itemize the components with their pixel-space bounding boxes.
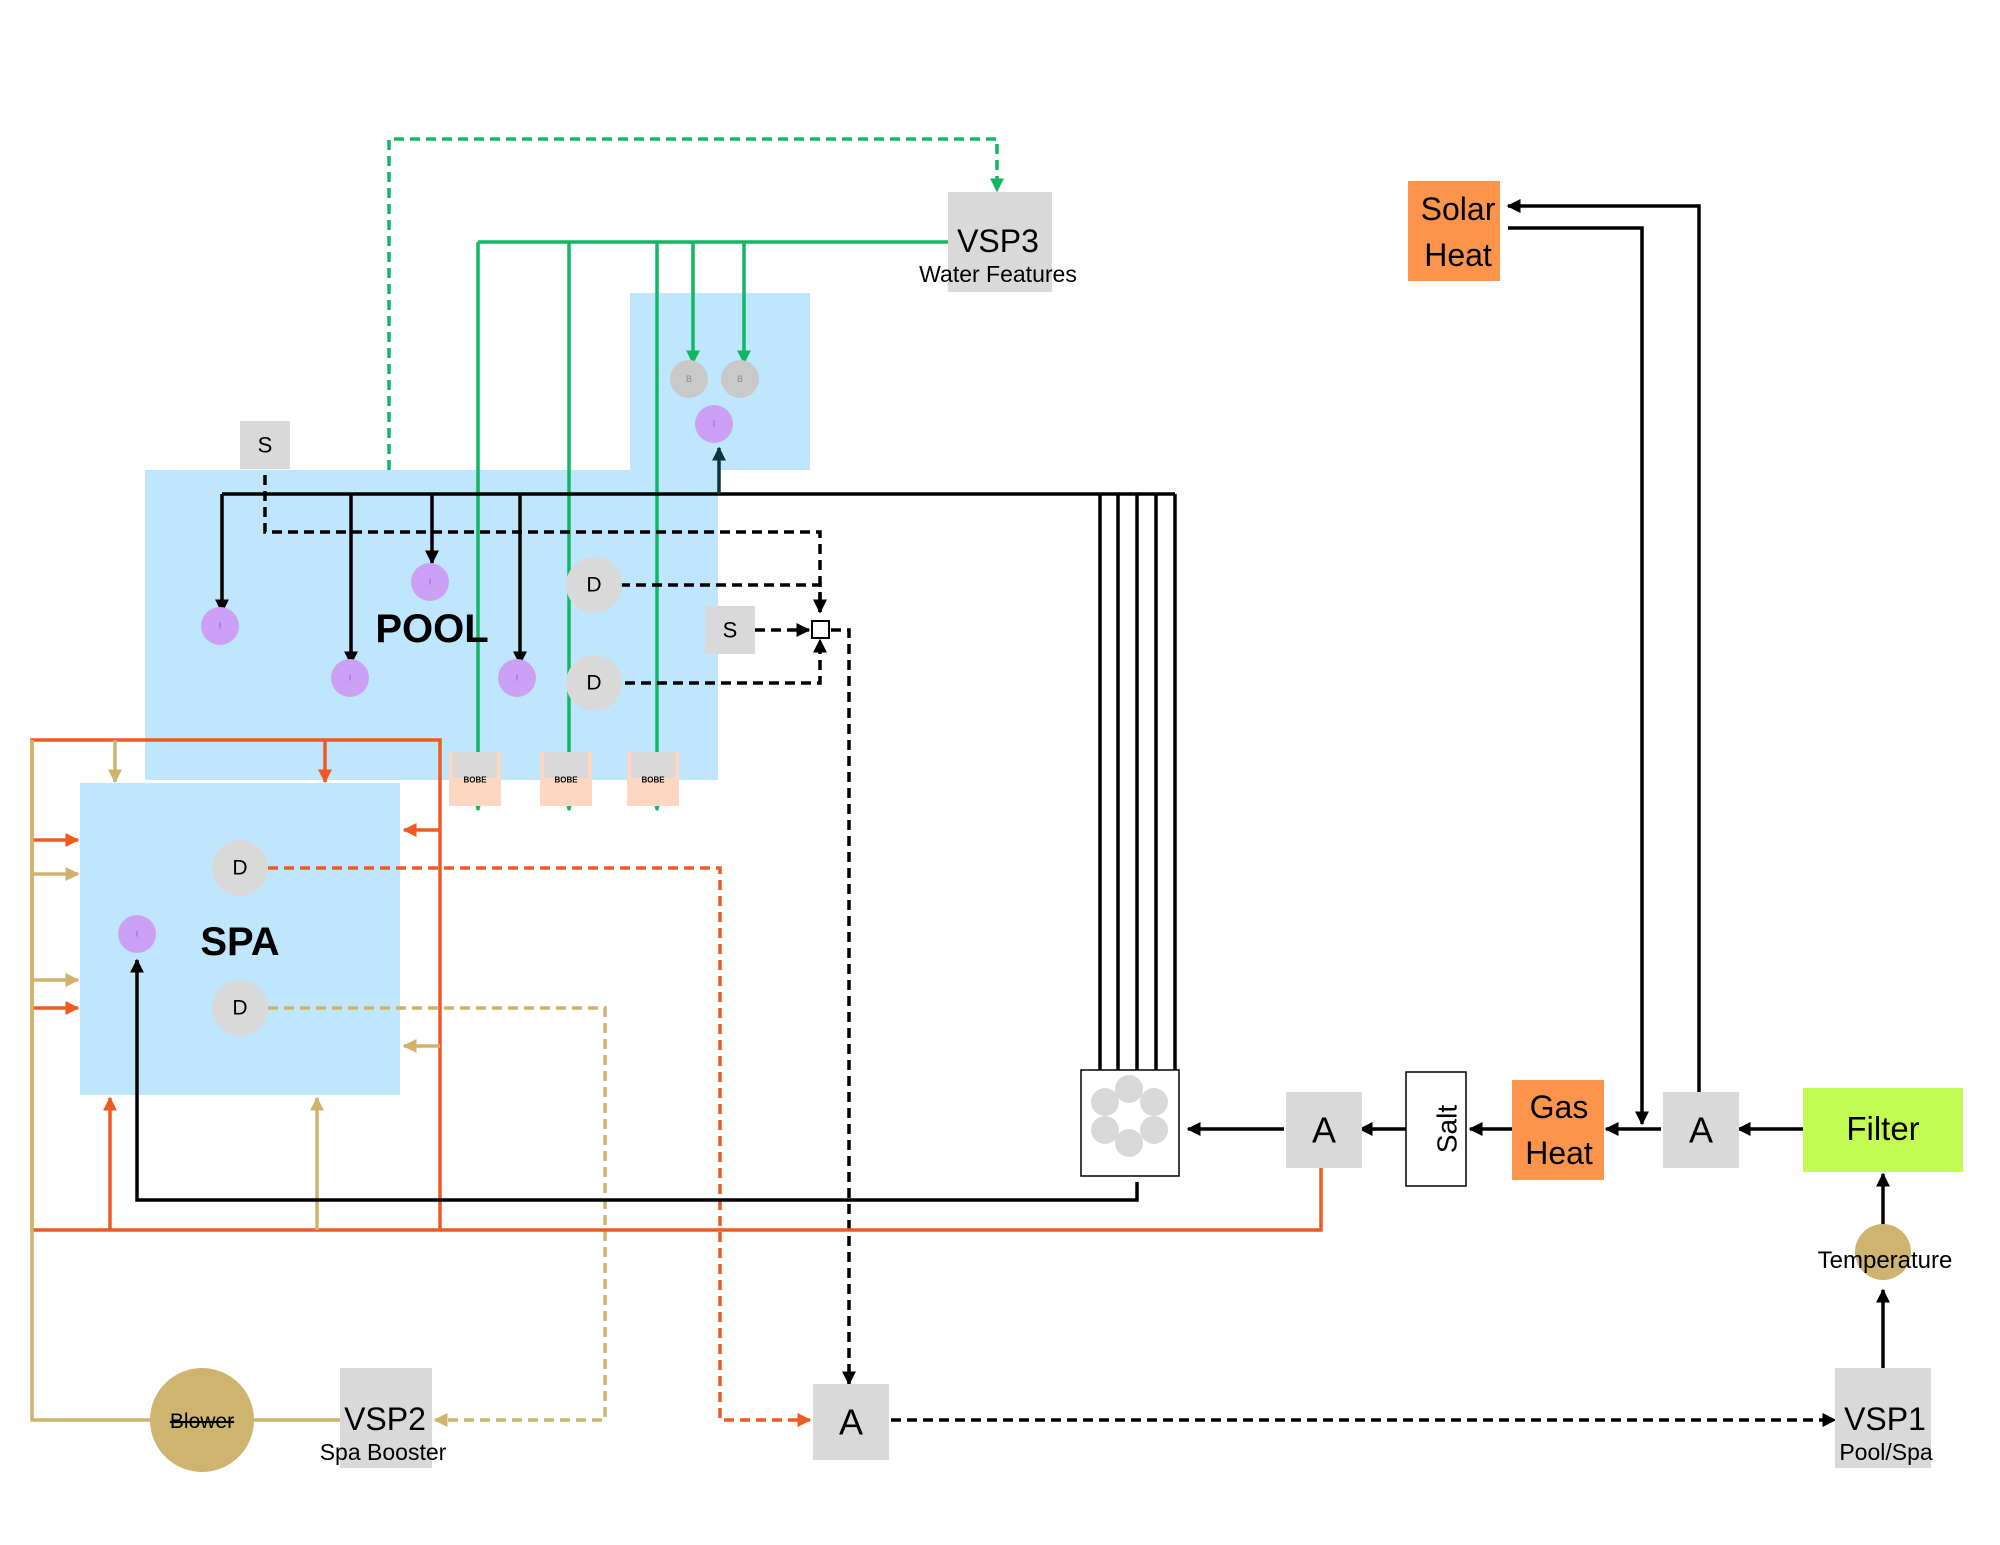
manifold-to-spa-line	[130, 958, 1139, 1202]
filter-box	[1803, 1088, 1963, 1172]
skimmer-side-label: S	[723, 618, 738, 643]
vsp3-caption: Water Features	[919, 261, 1077, 287]
valve-a-left-label: A	[1312, 1110, 1336, 1151]
inlet-4-label: I	[516, 674, 518, 683]
temperature-label: Temperature	[1818, 1247, 1953, 1274]
spa-drain-bottom	[212, 980, 268, 1036]
pool-drain-top	[566, 557, 622, 613]
inlet-2-label: I	[349, 674, 351, 683]
spa-drain-top	[212, 840, 268, 896]
skimmer-side	[705, 606, 755, 654]
valve-a-bottom	[813, 1384, 889, 1460]
inlet-3-label: I	[429, 578, 431, 587]
vsp3-label: VSP3	[957, 223, 1039, 259]
pool-drain-bottom-label: D	[586, 672, 601, 695]
solar-heat-box	[1408, 181, 1500, 281]
manifold-port-6	[1091, 1088, 1119, 1116]
temperature-sensor	[1855, 1224, 1911, 1280]
vsp1-caption: Pool/Spa	[1839, 1439, 1933, 1465]
vsp1-label: VSP1	[1844, 1401, 1926, 1437]
green-dashed-line	[387, 137, 1004, 470]
vsp2-caption: Spa Booster	[320, 1439, 447, 1465]
skimmer-pool-label: S	[258, 433, 273, 458]
jet-pad-1-label: BOBE	[463, 776, 487, 785]
valve-to-solar-line	[1506, 199, 1701, 1092]
inlet-6-label: I	[136, 930, 138, 939]
spa-drain-top-label: D	[232, 857, 247, 880]
inlet-1	[201, 607, 239, 645]
salt-cell-box	[1405, 1071, 1467, 1187]
bubbler-1-label: B	[686, 374, 692, 384]
suction-junction	[811, 620, 830, 639]
vsp2-box	[340, 1368, 432, 1468]
pool-drain-top-label: D	[586, 574, 601, 597]
jet-pad-cap-1	[453, 752, 497, 778]
drain-suction-line	[625, 638, 827, 685]
vsp2-label: VSP2	[344, 1401, 426, 1437]
gas-label-line2: Heat	[1525, 1135, 1593, 1171]
suction-to-valve-line	[831, 628, 856, 1386]
valve-a-right	[1663, 1092, 1739, 1168]
jet-pad-3-label: BOBE	[641, 776, 665, 785]
inlet-2	[331, 659, 369, 697]
inlet-3	[411, 563, 449, 601]
solar-label-line2: Heat	[1424, 237, 1492, 273]
pool-drain-bottom	[566, 655, 622, 711]
bubbler-1	[670, 360, 708, 398]
manifold-port-3	[1140, 1116, 1168, 1144]
inlet-5	[695, 405, 733, 443]
solar-label-line1: Solar	[1421, 191, 1496, 227]
inlet-4	[498, 659, 536, 697]
manifold-port-4	[1115, 1129, 1143, 1157]
filter-label: Filter	[1846, 1110, 1919, 1147]
inlet-1-label: I	[219, 622, 221, 631]
valve-a-bottom-label: A	[839, 1402, 863, 1443]
pool-label: POOL	[375, 607, 488, 651]
equipment-nodes: A A A S S D D D D I I I I I I B B BOBE BOBE BOBE	[118, 181, 1963, 1472]
bubbler-2	[721, 360, 759, 398]
jet-pad-2-label: BOBE	[554, 776, 578, 785]
vsp1-box	[1835, 1368, 1931, 1468]
inlet-5-label: I	[713, 420, 715, 429]
salt-label: Salt	[1432, 1105, 1463, 1153]
vsp3-box	[948, 192, 1052, 292]
jet-pad-cap-3	[631, 752, 675, 778]
manifold-port-5	[1091, 1116, 1119, 1144]
pipe-lines	[30, 137, 1890, 1427]
spa-booster-suction-line	[268, 1006, 607, 1427]
valve-a-right-label: A	[1689, 1110, 1713, 1151]
drain-suction-line	[620, 583, 827, 614]
blower-icon	[150, 1368, 254, 1472]
manifold-port-2	[1140, 1088, 1168, 1116]
skimmer-pool	[240, 421, 290, 469]
blower-label: Blower	[170, 1410, 234, 1433]
jet-pad-cap-2	[544, 752, 588, 778]
gas-label-line1: Gas	[1530, 1089, 1589, 1125]
valve-a-left	[1286, 1092, 1362, 1168]
inlet-6	[118, 915, 156, 953]
manifold-port-1	[1115, 1075, 1143, 1103]
text-labels: POOL SPA VSP3 Water Features VSP2 Spa Bo…	[170, 191, 1952, 1465]
gas-heat-box	[1512, 1080, 1604, 1180]
spa-return-line	[440, 1168, 1323, 1232]
spa-label: SPA	[200, 920, 279, 964]
spa-drain-bottom-label: D	[232, 997, 247, 1020]
spa-drain-line	[268, 866, 812, 1427]
bubbler-2-label: B	[737, 374, 743, 384]
solar-to-valve-line	[1508, 226, 1649, 1126]
